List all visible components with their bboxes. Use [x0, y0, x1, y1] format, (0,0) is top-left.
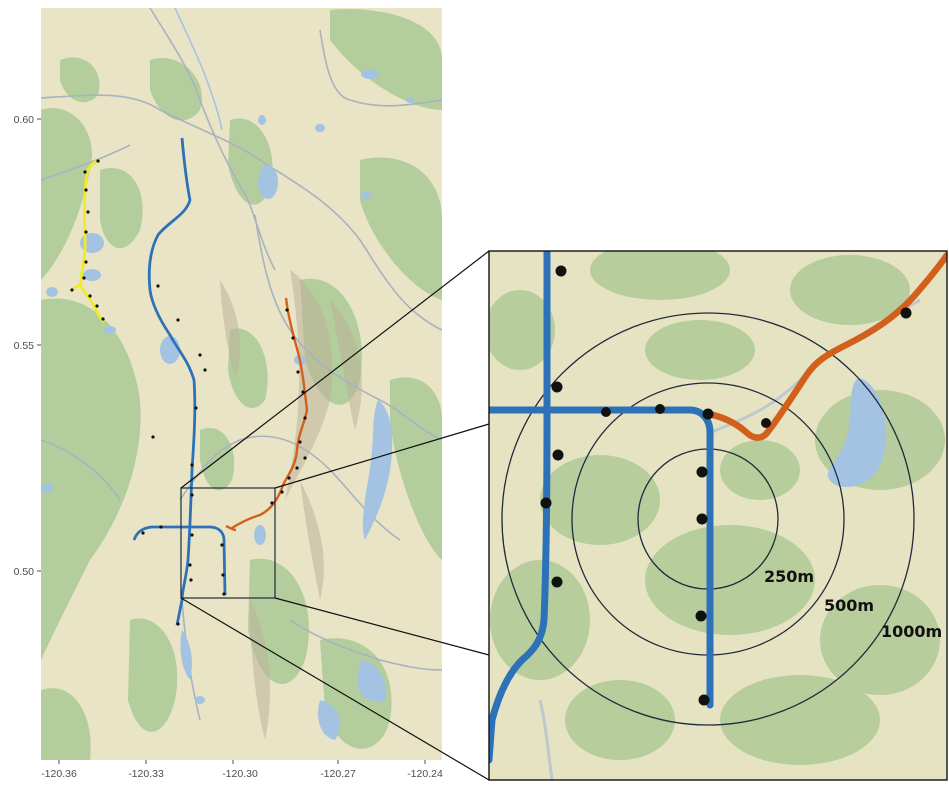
buffer-label-250m: 250m: [764, 567, 814, 586]
route-yellow: [70, 158, 106, 323]
inset-stops: [540, 265, 912, 706]
x-tick-label: -120.33: [128, 768, 164, 780]
roads: [41, 8, 442, 721]
buffer-label-1000m: 1000m: [881, 622, 942, 641]
zoom-connector-lines: [180, 250, 490, 781]
water-bodies: [41, 8, 414, 740]
x-tick-label: -120.24: [407, 768, 443, 780]
buffer-label-500m: 500m: [824, 596, 874, 615]
inset-forest-areas: [489, 251, 945, 765]
main-map-panel[interactable]: [41, 8, 442, 760]
y-tick-label: 0.55: [14, 340, 35, 352]
inset-frame: [488, 250, 948, 781]
x-axis: -120.36 -120.33 -120.30 -120.27 -120.24: [41, 760, 443, 780]
x-tick-label: -120.27: [320, 768, 356, 780]
x-tick-label: -120.36: [41, 768, 77, 780]
inset-route-orange: [704, 251, 947, 441]
x-tick-label: -120.30: [222, 768, 258, 780]
route-orange: [225, 297, 309, 532]
buffer-ring-1000m: [501, 312, 915, 726]
route-blue-stops: [141, 284, 226, 626]
inset-map-panel[interactable]: [485, 240, 947, 780]
y-tick-label: 0.60: [14, 114, 35, 126]
zoom-region-box[interactable]: [180, 487, 276, 599]
y-tick-label: 0.50: [14, 566, 35, 578]
y-axis: 0.60 0.55 0.50: [14, 114, 41, 578]
inset-lake: [827, 378, 887, 488]
route-blue: [132, 137, 227, 626]
